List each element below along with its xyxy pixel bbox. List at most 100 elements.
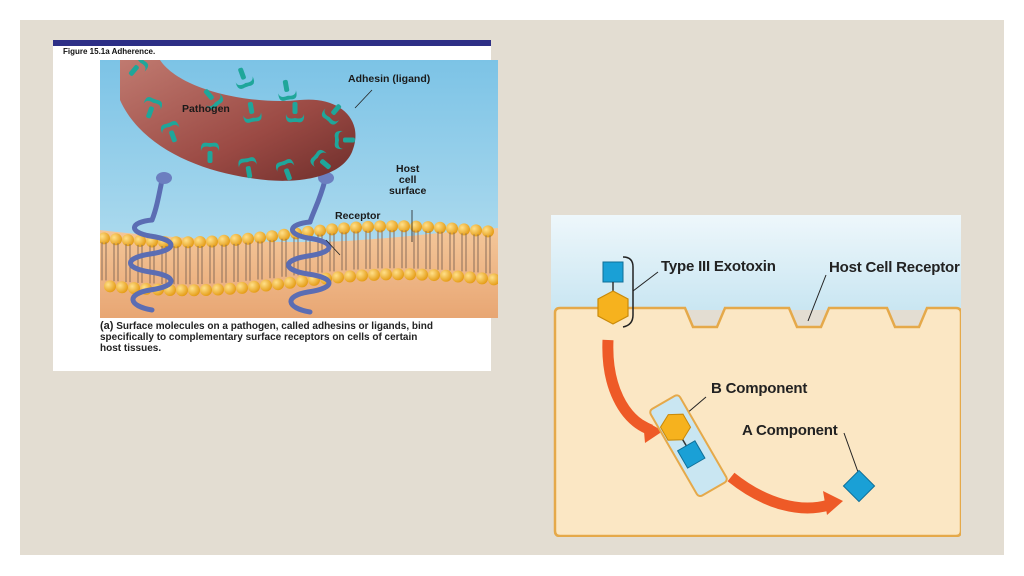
- label-cell-line: cell: [398, 174, 417, 186]
- label-type-iii-exotoxin: Type III Exotoxin: [661, 258, 776, 275]
- label-a-component: A Component: [742, 422, 838, 439]
- receptor-right: [286, 177, 332, 315]
- lipid-head: [254, 231, 266, 244]
- label-host-cell-surface: Host cell surface: [389, 164, 426, 197]
- b-component-hexagon: [659, 413, 692, 441]
- adhesin: [334, 130, 355, 150]
- lipid-head: [452, 270, 464, 283]
- lipid-head: [476, 272, 488, 285]
- label-b-component: B Component: [711, 380, 808, 397]
- exotoxin-a-subunit-square: [602, 261, 624, 283]
- lipid-head: [470, 224, 482, 237]
- lipid-head: [380, 268, 392, 281]
- lipid-head: [278, 228, 290, 241]
- lipid-head: [464, 271, 476, 284]
- exotoxin-b-subunit-hexagon: [597, 290, 629, 325]
- label-host-line: Host: [396, 163, 420, 175]
- lipid-head: [446, 222, 458, 235]
- adhesin: [238, 157, 257, 179]
- adhesin: [160, 121, 180, 143]
- caption-text: Surface molecules on a pathogen, called …: [100, 321, 433, 354]
- figure-title: Figure 15.1a Adherence.: [63, 47, 156, 56]
- lipid-head: [314, 224, 326, 237]
- pathogen-body: [120, 60, 356, 181]
- lipid-head: [116, 281, 128, 294]
- adhesin: [285, 102, 305, 123]
- lipid-head: [488, 273, 498, 286]
- label-surface-line: surface: [389, 185, 427, 197]
- lipid-head: [356, 269, 368, 282]
- adhesin: [128, 60, 149, 76]
- release-arrow: [727, 472, 831, 514]
- figure-adherence: Figure 15.1a Adherence.: [53, 40, 498, 371]
- a-component-square: [842, 469, 876, 503]
- lipid-head: [100, 232, 110, 245]
- adhesin: [310, 149, 331, 170]
- lipid-head: [440, 269, 452, 282]
- figure-caption: (a) Surface molecules on a pathogen, cal…: [100, 320, 440, 355]
- adhesin: [143, 97, 163, 119]
- adhesin: [200, 142, 220, 163]
- lipid-head: [236, 281, 248, 294]
- lipid-head: [428, 269, 440, 282]
- receptor-left: [128, 177, 174, 313]
- lipid-head: [350, 221, 362, 234]
- lipid-head: [368, 268, 380, 281]
- lipid-head: [182, 236, 194, 249]
- lipid-head: [188, 284, 200, 297]
- lipid-head: [248, 280, 260, 293]
- lipid-head: [284, 276, 296, 289]
- lipid-head: [266, 230, 278, 243]
- lipid-head: [332, 271, 344, 284]
- lipid-head: [410, 220, 422, 233]
- lipid-head: [200, 283, 212, 296]
- lipid-head: [110, 233, 122, 246]
- lipid-head: [434, 221, 446, 234]
- lipid-head: [422, 221, 434, 234]
- membrane-outer-leaflet: [100, 220, 494, 249]
- lipid-head: [362, 220, 374, 233]
- lipid-head: [206, 235, 218, 248]
- lipid-head: [122, 234, 134, 247]
- lipid-head: [338, 222, 350, 235]
- b-bound-a-square: [676, 440, 706, 469]
- membrane-inner-leaflet: [104, 268, 498, 297]
- caption-lead: (a): [100, 320, 114, 332]
- lipid-head: [224, 282, 236, 295]
- lipid-head: [242, 232, 254, 245]
- lipid-head: [392, 268, 404, 281]
- lipid-head: [344, 270, 356, 283]
- lipid-head: [398, 220, 410, 233]
- lipid-head: [404, 268, 416, 281]
- lipid-head: [296, 275, 308, 288]
- lipid-head: [134, 234, 146, 247]
- label-pathogen: Pathogen: [182, 103, 230, 115]
- adhesin: [278, 79, 297, 101]
- lipid-head: [176, 284, 188, 297]
- release-arrow-head: [823, 491, 843, 515]
- entry-arrow: [602, 339, 654, 436]
- adhesin: [203, 89, 224, 110]
- adhesin: [235, 67, 255, 89]
- figure-title-bar: [53, 40, 491, 46]
- entry-arrow-head: [643, 420, 663, 443]
- type-iii-exotoxin-diagram: [551, 215, 961, 537]
- lipid-head: [416, 268, 428, 281]
- adhesin: [243, 101, 262, 123]
- lipid-head: [104, 280, 116, 293]
- adhesin: [275, 159, 295, 181]
- lipid-head: [458, 223, 470, 236]
- adherence-illustration: [100, 60, 498, 318]
- lipid-head: [482, 225, 494, 238]
- lipid-head: [230, 233, 242, 246]
- label-host-cell-receptor: Host Cell Receptor: [829, 259, 960, 276]
- adhesins: [128, 60, 355, 181]
- label-adhesin: Adhesin (ligand): [348, 73, 431, 85]
- lipid-head: [326, 223, 338, 236]
- lipid-head: [260, 279, 272, 292]
- lipid-head: [194, 235, 206, 248]
- internalized-toxin: [649, 394, 728, 498]
- lipid-head: [272, 278, 284, 291]
- lipid-head: [218, 234, 230, 247]
- adhesin: [321, 104, 342, 125]
